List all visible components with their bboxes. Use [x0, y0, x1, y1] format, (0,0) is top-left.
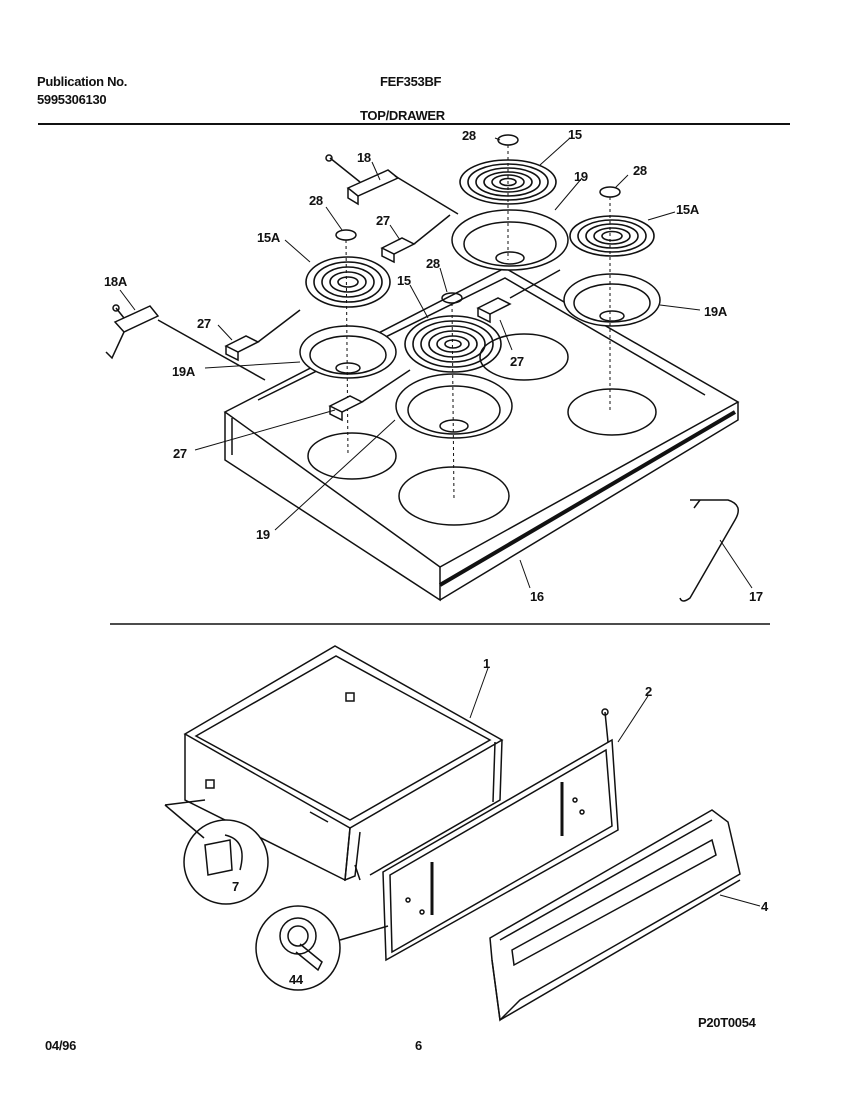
callout-44: 44: [289, 972, 303, 987]
footer-date: 04/96: [45, 1038, 77, 1053]
section-title: TOP/DRAWER: [360, 108, 445, 123]
callout-27-lower: 27: [173, 446, 187, 461]
callout-27-left: 27: [197, 316, 211, 331]
callout-15-mid: 15: [397, 273, 411, 288]
drawer-front-4: [489, 809, 741, 1022]
drip-bowl-19-bottom: [395, 373, 513, 439]
drawer-1: [183, 645, 504, 882]
bracket-18a: [105, 304, 266, 381]
callout-1: 1: [483, 656, 490, 671]
wire-17: [679, 499, 739, 602]
drawer-panel-2: [382, 708, 619, 962]
callout-19a-left: 19A: [172, 364, 195, 379]
coil-15a-right: [569, 215, 655, 257]
callout-28-mid: 28: [426, 256, 440, 271]
footer-page-number: 6: [415, 1038, 422, 1053]
callout-16: 16: [530, 589, 544, 604]
callout-18: 18: [357, 150, 371, 165]
footer-diagram-code: P20T0054: [698, 1015, 756, 1030]
publication-number: 5995306130: [37, 92, 107, 107]
callout-28-right: 28: [633, 163, 647, 178]
callout-18a: 18A: [104, 274, 127, 289]
callout-19a-right: 19A: [704, 304, 727, 319]
callout-17: 17: [749, 589, 763, 604]
callout-28-left: 28: [309, 193, 323, 208]
callout-27-right: 27: [510, 354, 524, 369]
coil-15-mid: [404, 315, 502, 373]
inset-7: [164, 799, 269, 905]
bracket-18: [325, 154, 459, 215]
drip-bowl-19a-right: [563, 273, 661, 327]
drip-bowl-19a-left: [299, 325, 397, 379]
callout-2: 2: [645, 684, 652, 699]
callout-7: 7: [232, 879, 239, 894]
callout-19-bottom: 19: [256, 527, 270, 542]
receptacle-27-upper: [380, 214, 451, 264]
callout-15a-right: 15A: [676, 202, 699, 217]
drip-bowl-19-top: [451, 209, 569, 271]
publication-label: Publication No.: [37, 74, 128, 89]
callout-19-top: 19: [574, 169, 588, 184]
callout-28-top: 28: [462, 128, 476, 143]
model-number: FEF353BF: [380, 74, 442, 89]
receptacle-27-lower: [328, 369, 411, 422]
coil-15a-left: [305, 256, 391, 308]
ring-28-right: [599, 186, 621, 198]
callout-27-upper: 27: [376, 213, 390, 228]
ring-28-top: [497, 134, 519, 146]
ring-28-left: [335, 229, 357, 241]
receptacle-27-right: [476, 269, 561, 324]
inset-44: [255, 905, 389, 991]
callout-15-top: 15: [568, 127, 582, 142]
callout-15a-left: 15A: [257, 230, 280, 245]
callout-4: 4: [761, 899, 768, 914]
receptacle-27-left: [224, 309, 301, 362]
